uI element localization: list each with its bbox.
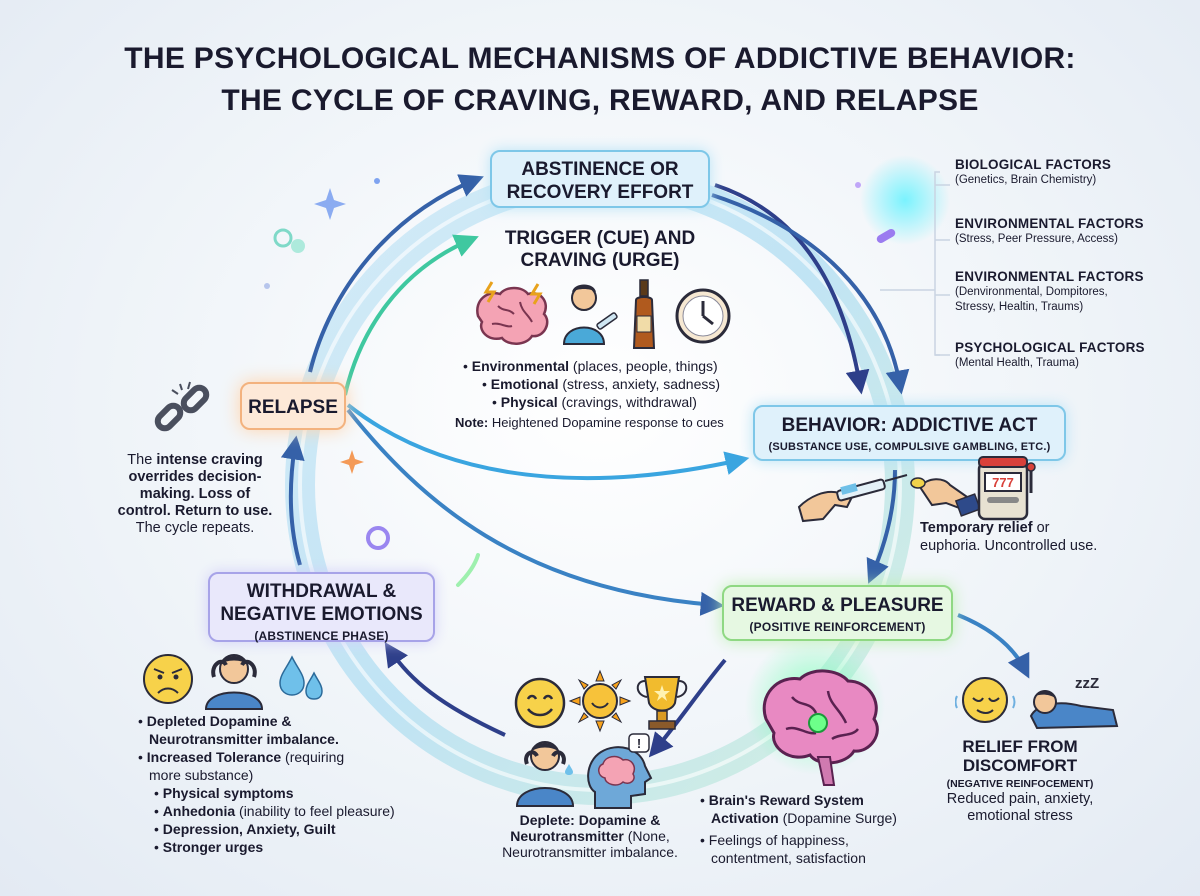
relapse-node: RELAPSE	[240, 382, 346, 430]
factor-biological: BIOLOGICAL FACTORS (Genetics, Brain Chem…	[955, 157, 1112, 186]
withdrawal-title-line-1: WITHDRAWAL &	[246, 581, 397, 602]
behavior-description: Temporary relief or euphoria. Uncontroll…	[920, 520, 1098, 554]
relief-subtitle: (NEGATIVE REINFOCEMENT)	[946, 778, 1094, 790]
behavior-title: BEHAVIOR: ADDICTIVE ACT	[781, 415, 1038, 436]
factor-psychological: PSYCHOLOGICAL FACTORS (Mental Health, Tr…	[955, 340, 1145, 369]
bottle-icon	[632, 279, 656, 349]
factor-environmental-1: ENVIRONMENTAL FACTORS (Stress, Peer Pres…	[955, 216, 1144, 245]
list-item: • Increased Tolerance (requiring	[138, 749, 345, 765]
hand-syringe-icon	[797, 474, 908, 523]
deplete-icons: !	[515, 733, 653, 809]
title-line-2: THE CYCLE OF CRAVING, REWARD, AND RELAPS…	[221, 84, 979, 117]
relief-description: Reduced pain, anxiety, emotional stress	[946, 791, 1094, 824]
crying-person-icon	[515, 741, 575, 807]
withdrawal-bullet-list: • Depleted Dopamine & Neurotransmitter i…	[138, 712, 458, 856]
sleeping-person-icon: zzZ	[1029, 675, 1119, 730]
withdrawal-icons	[143, 654, 323, 710]
tear-drops-icon	[279, 655, 323, 700]
relapse-title: RELAPSE	[248, 397, 338, 418]
reward-node: REWARD & PLEASURE (POSITIVE REINFORCEMEN…	[722, 585, 953, 641]
behavior-subtitle: (SUBSTANCE USE, COMPULSIVE GAMBLING, ETC…	[768, 441, 1051, 453]
list-item: • Brain's Reward System	[700, 792, 864, 808]
title-line-1: THE PSYCHOLOGICAL MECHANISMS OF ADDICTIV…	[124, 42, 1076, 75]
list-item: • Depression, Anxiety, Guilt	[154, 821, 336, 837]
list-item: • Stronger urges	[154, 839, 264, 855]
reward-title: REWARD & PLEASURE	[731, 595, 944, 616]
list-item: • Physical (cravings, withdrawal)	[492, 394, 697, 410]
relief-icons: zzZ	[955, 675, 1119, 730]
trigger-heading: TRIGGER (CUE) AND CRAVING (URGE)	[440, 228, 760, 272]
trigger-bullet-list: • Environmental (places, people, things)…	[455, 357, 765, 432]
smiley-icon	[514, 677, 566, 729]
list-item: • Physical symptoms	[154, 785, 294, 801]
abstinence-title-line-2: RECOVERY EFFORT	[506, 182, 694, 203]
trophy-icon	[636, 676, 688, 730]
hand-pill-icon	[910, 477, 982, 517]
relief-title: RELIEF FROM DISCOMFORT	[962, 737, 1078, 775]
reward-icons	[514, 669, 879, 786]
broken-chain-icon	[154, 381, 210, 432]
factor-environmental-2: ENVIRONMENTAL FACTORS (Denvironmental, D…	[955, 269, 1144, 313]
abstinence-node: ABSTINENCE OR RECOVERY EFFORT	[490, 150, 710, 208]
withdrawal-subtitle: (ABSTINENCE PHASE)	[254, 629, 389, 643]
trigger-icons	[476, 279, 731, 349]
reward-bullet-list: • Brain's Reward System Activation (Dopa…	[700, 791, 940, 867]
slot-digits: 777	[992, 475, 1014, 490]
distressed-person-icon	[204, 654, 264, 710]
sun-icon	[568, 669, 632, 733]
exclamation-mark: !	[637, 736, 641, 751]
abstinence-title-line-1: ABSTINENCE OR	[521, 159, 679, 180]
clock-icon	[675, 288, 731, 344]
slot-machine-icon: 777	[977, 456, 1036, 521]
reward-subtitle: (POSITIVE REINFORCEMENT)	[749, 620, 926, 634]
trigger-heading-line-1: TRIGGER (CUE) AND	[504, 228, 696, 249]
list-item: • Anhedonia (inability to feel pleasure)	[154, 803, 395, 819]
relief-block: RELIEF FROM DISCOMFORT (NEGATIVE REINFOC…	[930, 737, 1110, 825]
list-item: • Environmental (places, people, things)	[463, 358, 718, 374]
list-item: • Depleted Dopamine &	[138, 713, 292, 729]
relieved-face-icon	[955, 677, 1016, 723]
withdrawal-node: WITHDRAWAL & NEGATIVE EMOTIONS (ABSTINEN…	[208, 572, 435, 643]
withdrawal-title-line-2: NEGATIVE EMOTIONS	[220, 604, 423, 625]
list-item: • Feelings of happiness,	[700, 832, 849, 848]
trigger-heading-line-2: CRAVING (URGE)	[520, 250, 680, 271]
head-brain-icon: !	[587, 733, 653, 809]
person-syringe-icon	[562, 284, 618, 345]
deplete-description: Deplete: Dopamine & Neurotransmitter (No…	[502, 812, 678, 860]
page-title: THE PSYCHOLOGICAL MECHANISMS OF ADDICTIV…	[0, 38, 1200, 122]
sad-face-icon	[143, 654, 193, 704]
list-item: • Emotional (stress, anxiety, sadness)	[482, 376, 721, 392]
relapse-description: The intense craving overrides decision- …	[117, 452, 273, 536]
sleep-zzz: zzZ	[1075, 675, 1099, 692]
behavior-icons: 777	[797, 456, 1036, 523]
glowing-brain-icon	[762, 669, 879, 786]
brain-lightning-icon	[476, 281, 549, 345]
behavior-node: BEHAVIOR: ADDICTIVE ACT (SUBSTANCE USE, …	[753, 405, 1066, 461]
trigger-note: Note: Heightened Dopamine response to cu…	[455, 415, 724, 430]
